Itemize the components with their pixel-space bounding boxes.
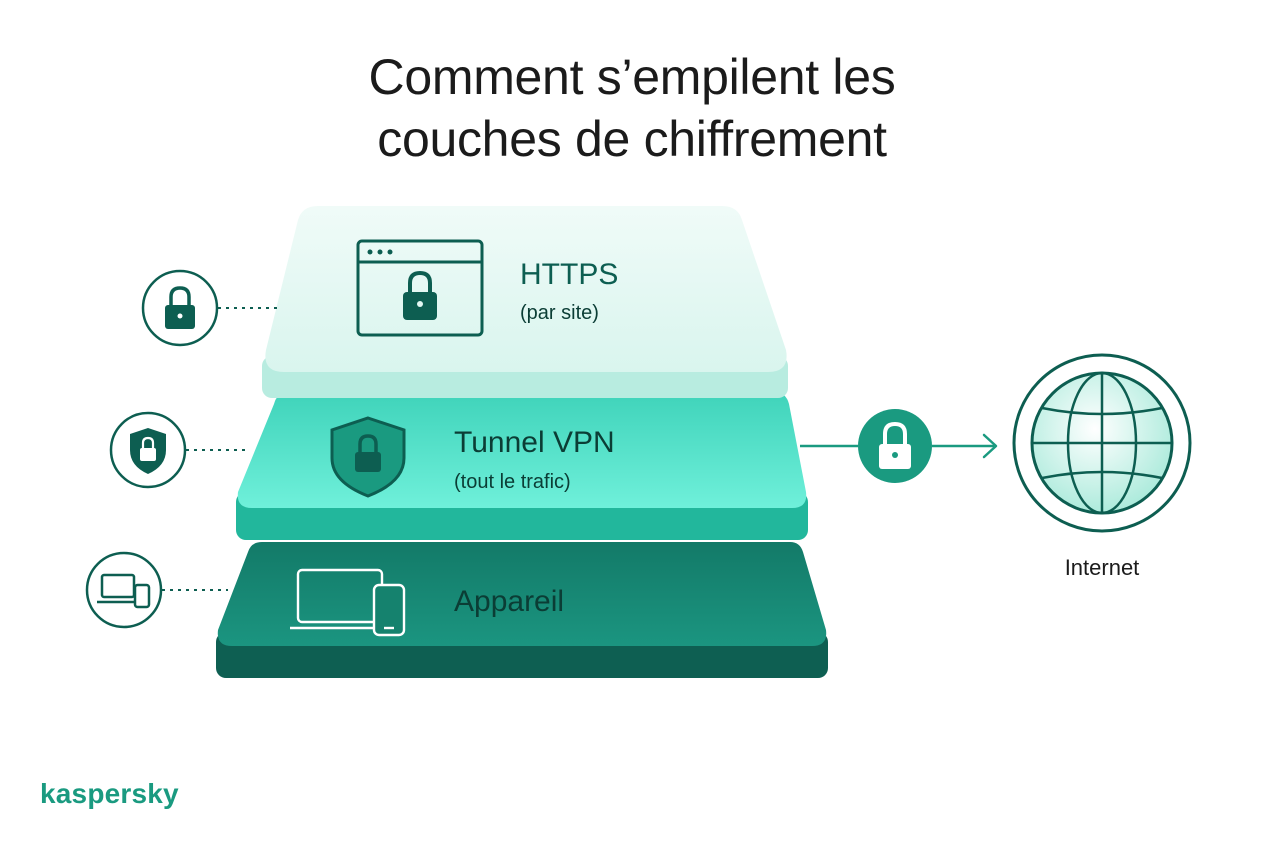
globe-icon <box>1012 353 1192 533</box>
browser-lock-icon <box>356 239 484 337</box>
layer-device-face <box>217 542 827 646</box>
layer-https-detail: (par site) <box>520 302 599 324</box>
side-devices-icon <box>85 551 228 629</box>
layer-https-face <box>265 206 787 372</box>
layer-vpn-detail: (tout le trafic) <box>454 471 571 493</box>
shield-lock-icon <box>330 416 406 498</box>
side-padlock-icon <box>141 269 278 347</box>
internet-connector <box>800 409 998 483</box>
layer-device <box>216 542 828 678</box>
brand-logo: kaspersky <box>40 778 179 809</box>
layer-vpn-label: Tunnel VPN <box>454 426 615 459</box>
internet-label: Internet <box>1065 555 1140 580</box>
side-shield-icon <box>109 411 250 489</box>
layer-vpn <box>236 392 808 540</box>
layer-https <box>262 206 788 398</box>
laptop-phone-icon <box>290 568 406 637</box>
connector-padlock-icon <box>858 409 932 483</box>
title-line-2: couches de chiffrement <box>377 111 887 167</box>
layer-https-label: HTTPS <box>520 258 618 291</box>
title-line-1: Comment s’empilent les <box>368 49 896 105</box>
diagram-title: Comment s’empilent les couches de chiffr… <box>0 46 1264 170</box>
layer-device-label: Appareil <box>454 585 564 618</box>
